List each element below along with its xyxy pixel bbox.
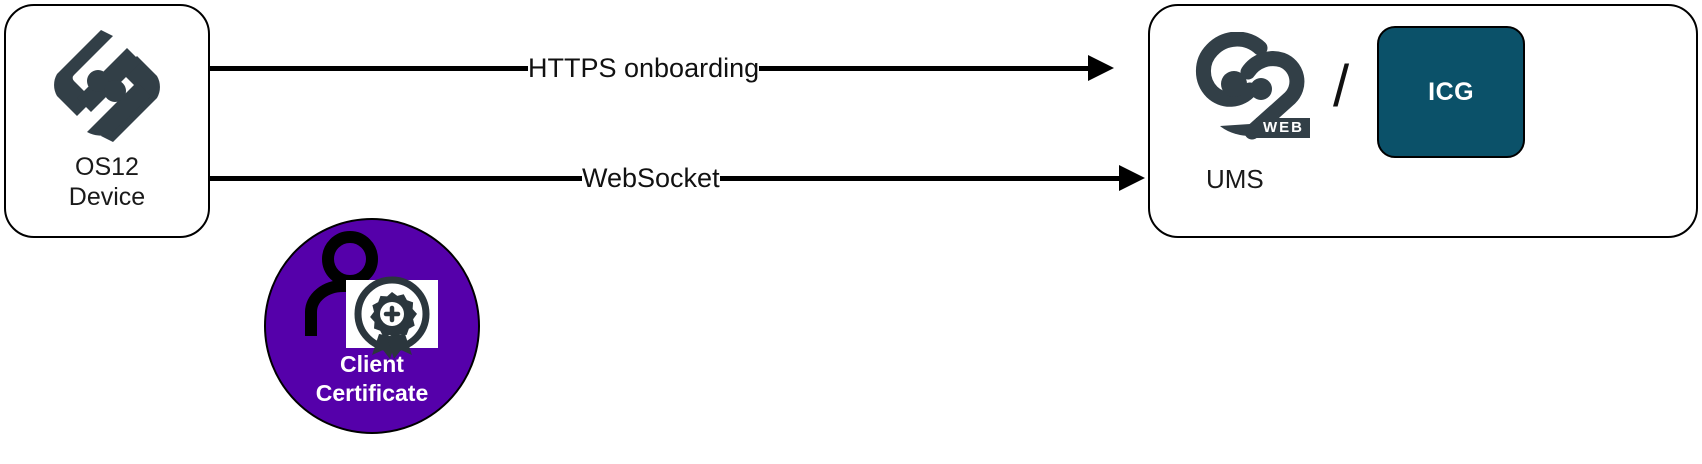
arrowhead-icon — [1118, 165, 1145, 191]
connector-line-left — [210, 175, 582, 181]
connector-websocket-label: WebSocket — [582, 163, 720, 193]
node-ums-label: UMS — [1206, 164, 1264, 194]
user-with-certificate-icon — [302, 230, 452, 360]
icg-badge-label: ICG — [1428, 77, 1475, 106]
connector-line-right — [719, 175, 1120, 181]
ums-logo-row: WEB / ICG — [1186, 26, 1526, 158]
os12-brand-logo — [41, 24, 173, 153]
logo-separator: / — [1333, 54, 1350, 119]
connector-https-onboarding-label: HTTPS onboarding — [528, 53, 760, 83]
connector-https-onboarding[interactable]: HTTPS onboarding — [210, 48, 1244, 88]
s2-web-brand-logo: WEB — [1186, 31, 1321, 152]
node-client-certificate-label: Client Certificate — [315, 351, 429, 406]
connector-line-right — [759, 65, 1090, 71]
node-os12-device-label: OS12 Device — [68, 153, 146, 211]
node-ums[interactable]: WEB / ICG UMS — [1148, 4, 1698, 238]
connector-line-left — [210, 65, 528, 71]
node-os12-device[interactable]: OS12 Device — [4, 4, 210, 238]
s2-web-logo-chip: WEB — [1256, 118, 1310, 138]
arrowhead-icon — [1088, 55, 1115, 81]
node-client-certificate[interactable]: Client Certificate — [264, 218, 480, 434]
connector-websocket[interactable]: WebSocket — [210, 158, 1244, 198]
icg-badge[interactable]: ICG — [1377, 26, 1526, 158]
